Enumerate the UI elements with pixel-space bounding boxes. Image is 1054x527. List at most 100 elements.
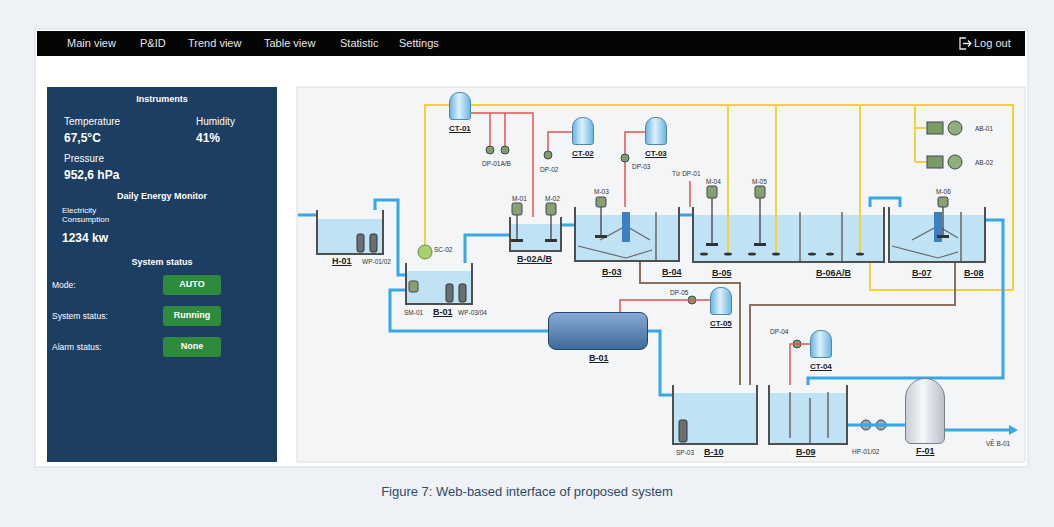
logout-icon xyxy=(960,38,971,49)
nav-link: Settings xyxy=(399,37,439,49)
outflow-arrowhead xyxy=(1009,425,1018,435)
mixer-impeller xyxy=(937,235,949,238)
mixer-shaft xyxy=(711,198,712,244)
mixer-tag: M-05 xyxy=(752,178,767,185)
pump-tag: DP-02 xyxy=(540,166,558,173)
tank-tag: B-07 xyxy=(912,269,932,279)
mixer-shaft xyxy=(759,198,760,244)
tank-tag: H-01 xyxy=(332,257,352,267)
tank-tag: CT-04 xyxy=(810,363,832,372)
blower-tag: AB-01 xyxy=(975,125,993,132)
clarifier-column xyxy=(622,212,630,242)
pipe-connector xyxy=(790,344,810,385)
tank: H-01 xyxy=(316,210,384,255)
chemical-line xyxy=(548,132,572,151)
instrument-value: 67,5°C xyxy=(64,132,101,145)
screen xyxy=(418,245,432,259)
blower-tag: AB-02 xyxy=(975,159,993,166)
tank-tag: CT-01 xyxy=(449,125,471,134)
status-value: AUTO xyxy=(179,280,204,290)
water-line xyxy=(945,429,1010,432)
panel-heading: Daily Energy Monitor xyxy=(117,192,207,202)
pump-tag: WP-01/02 xyxy=(362,258,391,265)
tank-tag: B-01 xyxy=(433,308,453,318)
tank: B-10 xyxy=(672,385,758,445)
pipe-connector xyxy=(648,331,672,395)
mixer-impeller xyxy=(595,235,607,238)
equipment-tag: F-01 xyxy=(916,447,935,457)
mixer-tag: SM-01 xyxy=(404,309,423,316)
nav-link: Main view xyxy=(67,37,116,49)
air-blower xyxy=(948,121,962,135)
mixer-tag: M-06 xyxy=(936,188,951,195)
mixer-impeller xyxy=(706,243,718,246)
mixer-motor xyxy=(409,186,948,292)
submersible-pump xyxy=(357,234,364,252)
mixer-shaft xyxy=(600,207,601,236)
mixer-impeller xyxy=(511,239,523,242)
mixer-motor xyxy=(512,203,522,215)
mixer-impeller xyxy=(754,243,766,246)
air-line xyxy=(915,127,927,129)
outflow-note: VỀ B-01 xyxy=(986,440,1010,447)
dosing-pump xyxy=(621,154,629,162)
tank-tag: CT-03 xyxy=(645,150,667,159)
instrument-value: 41% xyxy=(196,132,220,145)
logout-icon xyxy=(963,41,971,47)
tank-partition xyxy=(827,392,829,438)
mixer-tag: M-03 xyxy=(594,188,609,195)
chemical-tank: CT-03 xyxy=(645,117,667,145)
tank-tag: B-02A/B xyxy=(517,255,552,265)
air-line xyxy=(859,105,861,252)
diffuser xyxy=(700,253,708,256)
frame xyxy=(35,29,1028,467)
line-note: Từ DP-01 xyxy=(672,170,701,177)
air-line xyxy=(914,105,916,162)
status-name: Mode: xyxy=(52,281,76,290)
pipe-connector xyxy=(750,263,955,385)
tank-tag: B-04 xyxy=(662,268,682,278)
tank-water xyxy=(318,219,382,254)
pipe-connector xyxy=(870,198,900,207)
air-blower xyxy=(927,122,943,134)
clarifier-internals xyxy=(892,246,958,258)
diffuser xyxy=(826,253,834,256)
dewatering-machine: B-01 xyxy=(548,312,648,350)
tank-tag: CT-02 xyxy=(572,150,594,159)
diffuser xyxy=(748,253,756,256)
water-line xyxy=(298,215,1010,430)
submersible-pump xyxy=(357,234,687,442)
water-line xyxy=(298,214,316,217)
mixer-motor xyxy=(546,203,556,215)
pump-tag: DP-03 xyxy=(632,163,650,170)
status-value: Running xyxy=(174,311,211,321)
outflow-arrowhead xyxy=(1009,425,1018,435)
pipe-connector xyxy=(808,220,1003,385)
tank: B-05B-06A/B xyxy=(692,207,885,263)
panel-heading: System status xyxy=(131,258,192,268)
pipe-connector xyxy=(620,300,710,312)
mixer-motor xyxy=(596,197,606,207)
mixer-motor xyxy=(409,281,418,292)
mixer-tag: M-04 xyxy=(706,178,721,185)
status-value: None xyxy=(181,342,204,352)
figure-caption: Figure 7: Web-based interface of propose… xyxy=(0,484,1054,499)
tank-tag: B-05 xyxy=(712,269,732,279)
tank-water xyxy=(511,224,560,251)
diffuser xyxy=(856,253,864,256)
clarifier-internals xyxy=(578,246,652,258)
tank: B-03B-04 xyxy=(574,207,680,262)
status-name: System status: xyxy=(52,312,108,321)
tank-partition xyxy=(841,212,843,263)
dosing-pump xyxy=(486,146,494,154)
mixer-motor xyxy=(755,186,765,198)
tank-tag: B-08 xyxy=(964,269,984,279)
mixer-tag: M-02 xyxy=(545,195,560,202)
tank: B-09 xyxy=(768,385,848,445)
tank-water xyxy=(407,271,471,304)
pipe-connector xyxy=(562,224,574,227)
diffuser xyxy=(772,253,780,256)
tank-tag: CT-05 xyxy=(710,320,732,329)
